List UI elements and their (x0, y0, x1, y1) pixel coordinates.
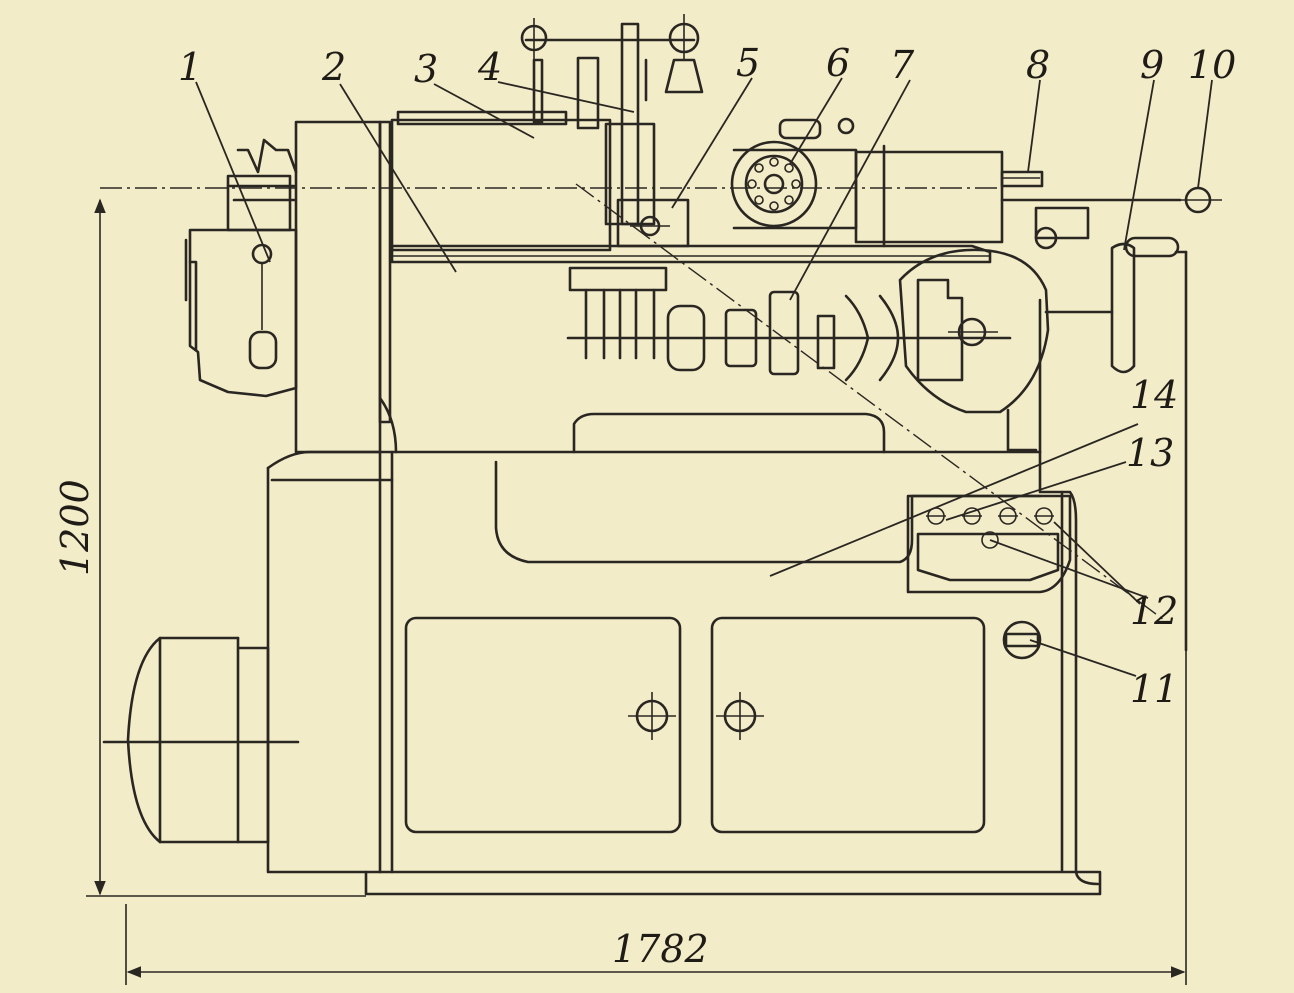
center-lines (100, 183, 1165, 621)
dimension-lines (86, 198, 1187, 985)
label-part-8: 8 (1026, 43, 1050, 87)
label-part-12: 12 (1130, 589, 1178, 633)
label-part-2: 2 (321, 45, 346, 89)
leader-lines (195, 77, 1213, 677)
label-part-5: 5 (736, 41, 760, 85)
right-housing (898, 236, 1188, 652)
label-part-4: 4 (477, 45, 502, 89)
spindle-row (566, 266, 1012, 382)
machine-base (266, 412, 1102, 896)
label-part-14: 14 (1130, 373, 1178, 417)
part-labels: 1 2 3 4 5 6 7 8 9 10 11 12 13 14 (178, 41, 1236, 711)
upper-assembly (390, 14, 1222, 264)
dimension-height: 1200 (53, 479, 97, 576)
label-part-3: 3 (414, 47, 438, 91)
left-mechanism (184, 138, 298, 398)
label-part-1: 1 (178, 45, 202, 89)
label-part-10: 10 (1188, 43, 1236, 87)
headstock-pillar (294, 120, 398, 454)
label-part-11: 11 (1130, 667, 1178, 711)
dimension-width: 1782 (612, 927, 709, 971)
label-part-13: 13 (1126, 431, 1174, 475)
label-part-9: 9 (1140, 43, 1164, 87)
label-part-7: 7 (890, 43, 915, 87)
motor (102, 636, 300, 844)
label-part-6: 6 (826, 41, 850, 85)
